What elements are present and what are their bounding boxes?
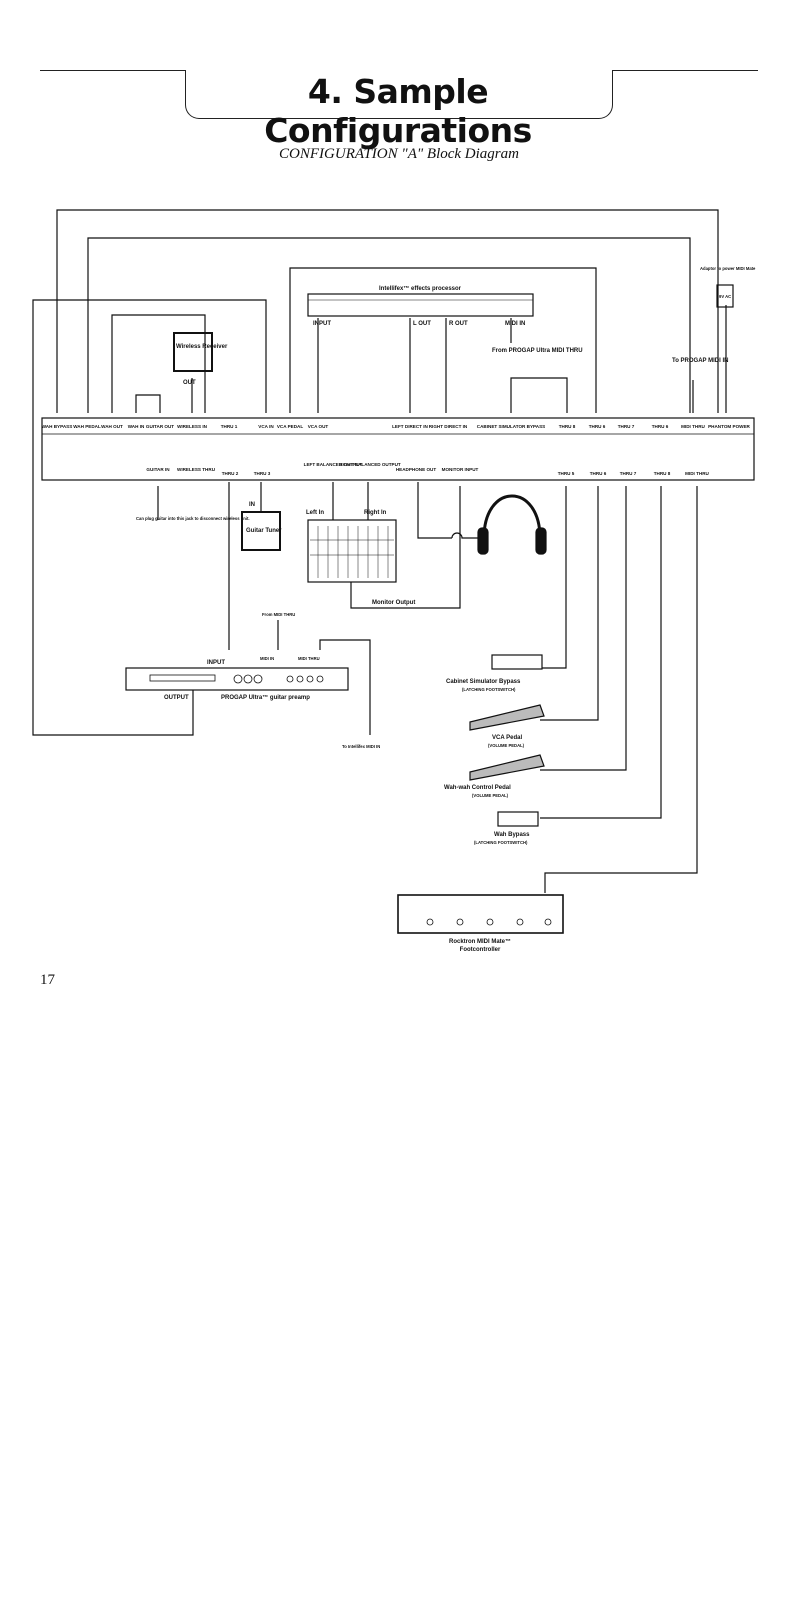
jack-label: CABINET SIMULATOR BYPASS (477, 424, 545, 429)
wah-pedal-name: Wah-wah Control Pedal (444, 785, 511, 791)
midi-mate (397, 894, 564, 934)
main-unit-box (41, 417, 755, 481)
jack-label: THRU 7 (618, 424, 635, 429)
diagram-subtitle: CONFIGURATION "A" Block Diagram (279, 146, 519, 162)
jack-label: WAH OUT (101, 424, 123, 429)
cab-bypass-sub: (LATCHING FOOTSWITCH) (462, 687, 516, 692)
progap-output-label: OUTPUT (164, 695, 189, 701)
progap-name: PROGAP Ultra™ guitar preamp (221, 694, 310, 701)
tuner-name: Guitar Tuner (246, 528, 282, 534)
jack-label: RIGHT BALANCED OUTPUT (339, 462, 401, 467)
mixer-right-in: Right In (364, 510, 387, 516)
jack-label: THRU 2 (222, 471, 239, 476)
jack-label: LEFT BALANCED OUTPUT (304, 462, 363, 467)
intellifex-title: Intellifex™ effects processor (379, 285, 462, 292)
intellifex-midi-label: MIDI IN (505, 321, 525, 327)
jack-label: THRU 1 (221, 424, 238, 429)
wire-wah-bypass (56, 209, 719, 413)
jack-label: THRU 6 (589, 424, 606, 429)
jack-label: WAH IN (128, 424, 145, 429)
wireless-out-label: OUT (183, 380, 196, 386)
intellifex-lout-label: L OUT (413, 321, 431, 327)
to-intellifex-label: To Intellifex MIDI IN (342, 744, 380, 749)
jack-label: THRU 6 (590, 471, 607, 476)
jack-label: WIRELESS THRU (177, 467, 216, 472)
jack-label: MIDI THRU (685, 471, 709, 476)
jack-label: WAH BYPASS (42, 424, 73, 429)
wah-pedal (469, 754, 545, 781)
to-progap-label: To PROGAP MIDI IN (672, 358, 728, 364)
intellifex-rout-label: R OUT (449, 321, 468, 327)
progap-from-midi: From MIDI THRU (262, 612, 295, 617)
mixer (307, 519, 397, 583)
jack-label: THRU 5 (558, 471, 575, 476)
jack-label: GUITAR OUT (146, 424, 174, 429)
guitar-note: Can plug guitar into this jack to discon… (136, 516, 250, 521)
headphones (482, 494, 542, 539)
page-title: 4. Sample Configurations (264, 72, 532, 150)
wireless-name: Wireless Receiver (176, 344, 228, 350)
vca-pedal-name: VCA Pedal (492, 735, 522, 741)
jack-label: THRU 8 (654, 471, 671, 476)
jack-label: VCA PEDAL (277, 424, 304, 429)
jack-label: MIDI THRU (681, 424, 705, 429)
adaptor (716, 284, 734, 308)
midi-mate-name: Rocktron MIDI Mate™ (449, 938, 511, 945)
cabinet-bypass-switch (491, 654, 543, 670)
cab-bypass-name: Cabinet Simulator Bypass (446, 679, 521, 685)
jack-label: VCA IN (258, 424, 274, 429)
title-frame (185, 70, 613, 119)
monitor-output-label: Monitor Output (372, 600, 415, 606)
jack-label: VCA OUT (308, 424, 329, 429)
jack-label: THRU 7 (620, 471, 637, 476)
jack-label: WIRELESS IN (177, 424, 208, 429)
tuner-in-label: IN (249, 502, 255, 508)
jack-label: PHANTOM POWER (708, 424, 750, 429)
page-number: 17 (40, 972, 55, 988)
jack-label: MONITOR INPUT (442, 467, 479, 472)
progap-preamp (125, 667, 349, 691)
wah-bypass-sub: (LATCHING FOOTSWITCH) (474, 840, 528, 845)
vca-pedal (469, 704, 545, 731)
jack-label: LEFT DIRECT IN (392, 424, 428, 429)
jack-label: RIGHT DIRECT IN (429, 424, 468, 429)
midi-mate-sub: Footcontroller (460, 947, 501, 953)
jack-label: THRU 3 (254, 471, 271, 476)
progap-midi-thru-label: MIDI THRU (298, 656, 320, 661)
jack-label: THRU 8 (559, 424, 576, 429)
wireless-receiver (173, 332, 213, 372)
guitar-tuner (241, 511, 281, 551)
mixer-left-in: Left In (306, 510, 324, 516)
jack-label: HEADPHONE OUT (396, 467, 437, 472)
wire-vca-in-loop (32, 299, 267, 736)
from-progap-label: From PROGAP Ultra MIDI THRU (492, 348, 583, 354)
intellifex-input-label: INPUT (313, 321, 331, 327)
jack-label: GUITAR IN (146, 467, 170, 472)
wah-bypass-switch (497, 811, 539, 827)
vca-pedal-sub: (VOLUME PEDAL) (488, 743, 525, 748)
jack-label: THRU 6 (652, 424, 669, 429)
progap-input-label: INPUT (207, 660, 225, 666)
wah-pedal-sub: (VOLUME PEDAL) (472, 793, 509, 798)
progap-midi-in-label: MIDI IN (260, 656, 274, 661)
intellifex-unit (307, 293, 534, 317)
wah-bypass-name: Wah Bypass (494, 832, 530, 838)
jack-label: WAH PEDAL (73, 424, 101, 429)
adaptor-note: Adaptor to power MIDI Mate (700, 266, 756, 271)
adaptor-label: 9V AC (719, 294, 731, 299)
